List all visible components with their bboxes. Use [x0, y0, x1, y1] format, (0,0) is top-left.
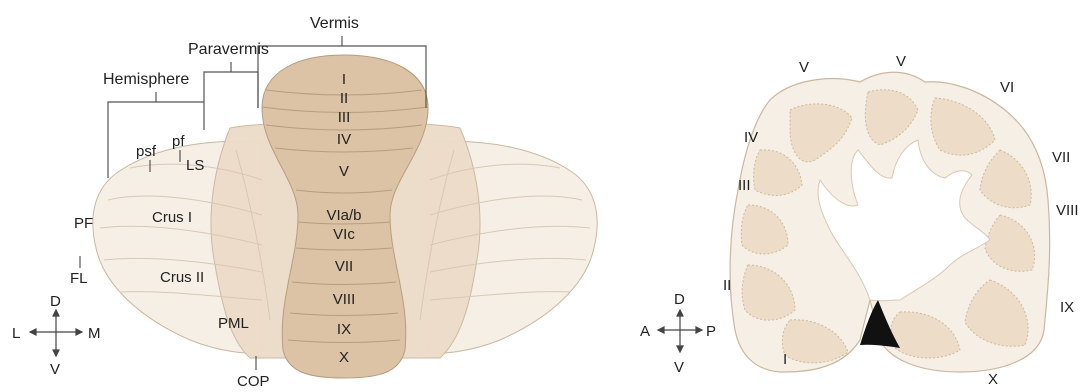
lobule-IX-label: IX [337, 321, 351, 338]
sagittal-lobule-IV: IV [744, 129, 758, 146]
lobule-III-label: III [338, 109, 351, 126]
compass-medial-label: M [88, 325, 101, 342]
sagittal-lobule-II: II [723, 277, 731, 294]
crus1-label: Crus I [152, 209, 192, 226]
pml-label: PML [218, 315, 249, 332]
hemisphere-label: Hemisphere [103, 71, 189, 88]
lobule-VII-label: VII [335, 258, 353, 275]
lobule-I-label: I [342, 71, 346, 88]
lobule-II-label: II [340, 90, 348, 107]
pf-label: pf [172, 133, 185, 150]
sagittal-compass-dorsal-label: D [674, 291, 685, 308]
sagittal-compass-posterior-label: P [706, 323, 716, 340]
flocculus-label: FL [70, 270, 88, 287]
sagittal-lobule-X: X [988, 371, 998, 388]
sagittal-lobule-V-left: V [799, 59, 809, 76]
sagittal-lobule-III: III [738, 177, 751, 194]
sagittal-lobule-V-right: V [896, 53, 906, 70]
compass-ventral-label: V [50, 361, 60, 378]
crus2-label: Crus II [160, 269, 204, 286]
lobule-IV-label: IV [337, 131, 351, 148]
sagittal-lobule-VI: VI [1000, 79, 1014, 96]
lobule-V-label: V [339, 163, 349, 180]
paravermis-label: Paravermis [188, 41, 269, 58]
sagittal-lobule-I: I [783, 351, 787, 368]
sagittal-lobule-VII: VII [1052, 149, 1070, 166]
cop-label: COP [237, 373, 270, 390]
compass-dorsal-label: D [50, 293, 61, 310]
sagittal-lobule-IX: IX [1060, 299, 1074, 316]
sagittal-compass-ventral-label: V [674, 359, 684, 376]
ls-label: LS [186, 157, 204, 174]
sagittal-compass-anterior-label: A [640, 323, 650, 340]
paraflocculus-label: PF [74, 215, 93, 232]
lobule-VIc-label: VIc [333, 226, 355, 243]
lobule-VIII-label: VIII [333, 291, 356, 308]
sagittal-lobule-VIII: VIII [1056, 202, 1079, 219]
psf-label: psf [136, 143, 157, 160]
compass-lateral-label: L [12, 325, 20, 342]
sagittal-compass [658, 310, 702, 352]
dorsal-compass [30, 310, 82, 356]
sagittal-view: V V VI IV VII III VIII II IX I X D V A P [640, 53, 1079, 388]
lobule-VIab-label: VIa/b [326, 207, 361, 224]
dorsal-view: Vermis Paravermis Hemisphere I II III IV… [12, 15, 597, 390]
vermis-label: Vermis [310, 15, 359, 32]
lobule-X-label: X [339, 349, 349, 366]
